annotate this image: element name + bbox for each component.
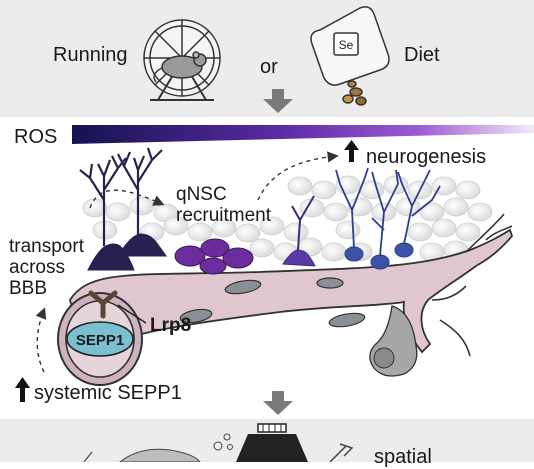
diet-bag-icon: Se (310, 6, 390, 106)
cell-field (82, 175, 493, 262)
lrp8-label: Lrp8 (150, 315, 192, 336)
or-label: or (260, 56, 278, 78)
blood-vessel (57, 213, 514, 386)
lrp8-pointer (117, 304, 147, 324)
qnsc-label: qNSC (176, 184, 227, 205)
ros-label: ROS (14, 126, 58, 148)
neurogenesis-label: neurogenesis (366, 146, 487, 168)
qnsc-cells (174, 238, 254, 275)
sepp1-protein (66, 321, 134, 357)
immature-neuron-purple (282, 195, 316, 267)
sepp1-label: SEPP1 (76, 332, 124, 349)
up-arrow-systemic-icon (15, 377, 30, 402)
maze-icon (83, 423, 354, 462)
bag-label: Se (339, 38, 354, 52)
running-label: Running (53, 44, 128, 66)
recruitment-label: recruitment (176, 205, 272, 226)
newborn-neurons-blue (335, 167, 441, 270)
top-panel (0, 0, 534, 117)
transport-label-line-3: BBB (9, 278, 48, 299)
transport-label-line-1: transport (9, 236, 84, 257)
ros-gradient-bar (72, 125, 534, 144)
transport-label-line-2: across (9, 257, 65, 278)
systemic-sepp1-label: systemic SEPP1 (34, 382, 182, 404)
down-arrow-icon (263, 89, 293, 113)
up-arrow-neurogenesis-icon (344, 140, 359, 162)
neurogenesis-arrow (257, 151, 339, 201)
lrp8-receptor (88, 290, 118, 319)
recruit-arrow (89, 189, 165, 209)
down-arrow-bottom-icon (263, 391, 293, 415)
transport-arrow (35, 307, 47, 373)
diet-label: Diet (404, 44, 440, 66)
spatial-label: spatial (374, 446, 432, 468)
running-wheel-icon (143, 19, 221, 101)
mature-neuron-dark (79, 147, 167, 271)
